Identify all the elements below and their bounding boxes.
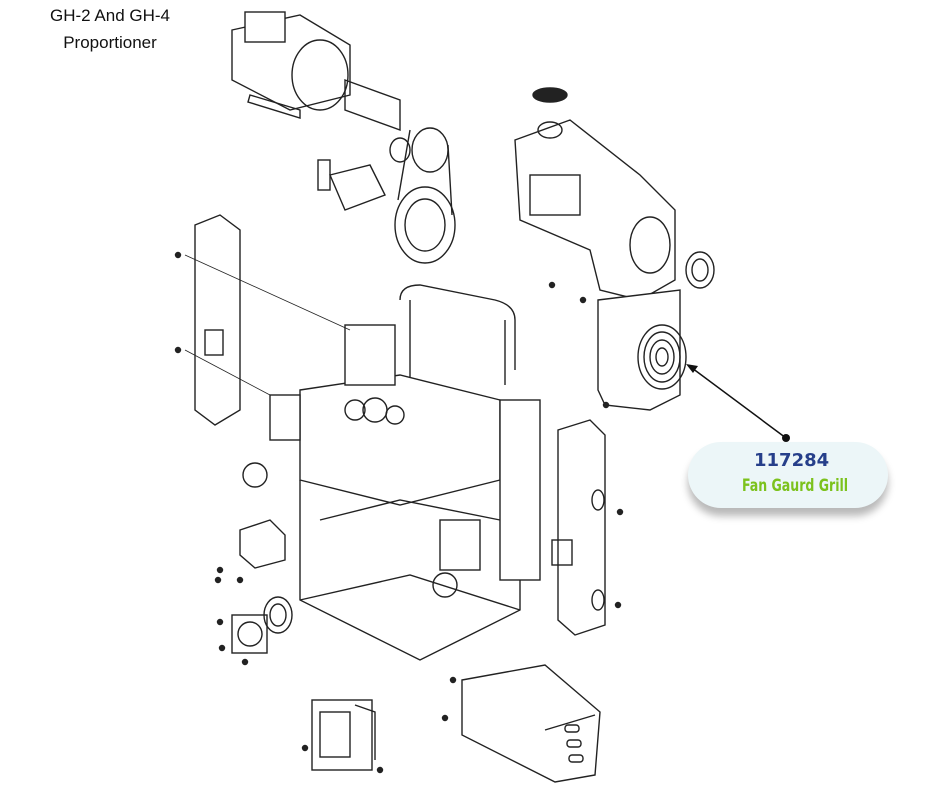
fan-shroud [514,87,681,411]
left-cover [194,214,241,426]
leader-lines [184,254,351,396]
electrical-box-cover [461,664,601,783]
callout-arrow [686,364,790,442]
fan-guard-grill [637,251,715,390]
title-line-2: Proportioner [63,33,157,52]
transformer [311,699,376,771]
pump [317,159,386,211]
frame [242,284,541,661]
pulley-assembly [389,127,456,264]
part-description: Fan Gaurd Grill [742,476,849,496]
part-callout: 117284 Fan Gaurd Grill [688,442,888,508]
lower-left-parts [231,519,293,654]
motor [231,11,401,131]
part-number: 117284 [754,450,830,471]
screws [174,251,624,774]
title-line-1: GH-2 And GH-4 [50,6,170,25]
right-cover [551,419,606,636]
diagram-title: GH-2 And GH-4 Proportioner [20,2,200,56]
